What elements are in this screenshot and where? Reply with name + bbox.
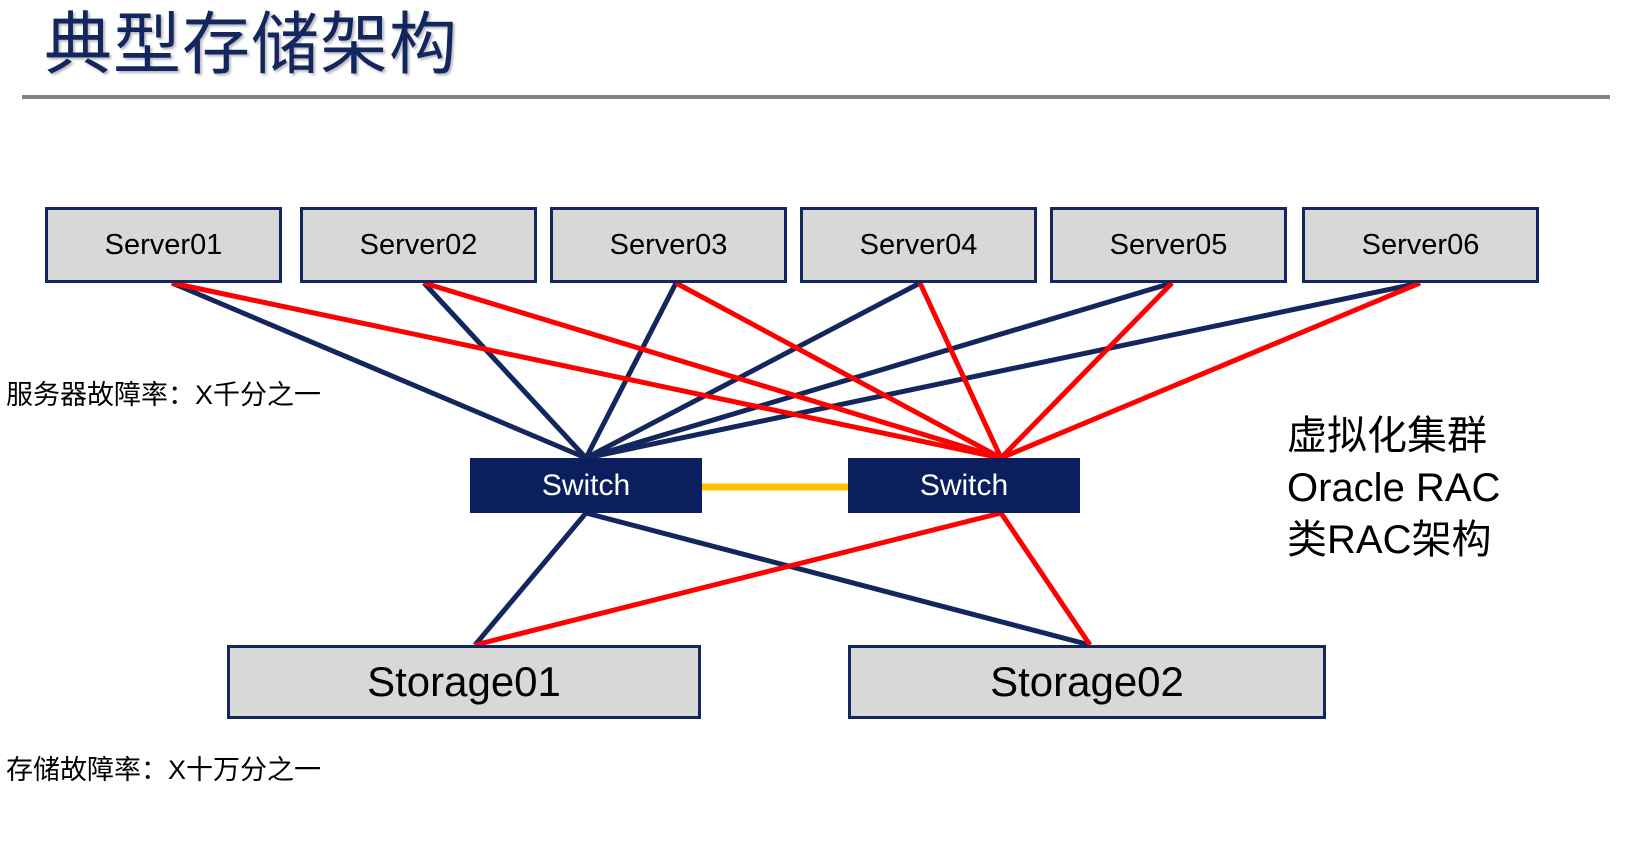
page-title: 典型存储架构	[44, 7, 459, 83]
link-server06-switch02	[1000, 280, 1421, 461]
link-server03-switch01	[583, 281, 679, 460]
node-label: Server05	[1109, 228, 1228, 261]
node-label: Server04	[859, 228, 978, 261]
node-server01[interactable]: Server01	[45, 207, 282, 283]
link-switch02-storage02	[998, 511, 1093, 647]
architecture-note-line-2: Oracle RAC	[1287, 466, 1501, 510]
annotation-storage-failure-rate: 存储故障率：X十万分之一	[6, 755, 322, 785]
architecture-note: 虚拟化集群 Oracle RAC 类RAC架构	[1287, 410, 1500, 566]
links-to-switch-01	[171, 280, 1421, 461]
link-server05-switch02	[999, 281, 1174, 460]
node-label: Storage01	[367, 658, 561, 705]
link-server01-switch02	[171, 280, 1002, 461]
link-server04-switch02	[917, 281, 1004, 460]
node-server06[interactable]: Server06	[1302, 207, 1539, 283]
node-switch02[interactable]: Switch	[848, 458, 1080, 513]
link-server06-switch01	[585, 280, 1421, 461]
links-to-switch-02	[171, 280, 1421, 461]
link-server03-switch02	[674, 280, 1003, 461]
node-server04[interactable]: Server04	[800, 207, 1037, 283]
title-divider	[22, 95, 1610, 99]
link-server01-switch01	[171, 280, 587, 461]
link-switch01-storage01	[473, 511, 588, 647]
node-server02[interactable]: Server02	[300, 207, 537, 283]
links-to-storage	[473, 510, 1093, 648]
link-server05-switch01	[585, 280, 1173, 461]
node-storage02[interactable]: Storage02	[848, 645, 1326, 719]
node-label: Server06	[1361, 228, 1480, 261]
link-server02-switch02	[423, 280, 1002, 461]
node-label: Switch	[919, 468, 1009, 502]
node-label: Server02	[359, 228, 478, 261]
link-switch01-storage02	[585, 510, 1091, 648]
node-server05[interactable]: Server05	[1050, 207, 1287, 283]
node-storage01[interactable]: Storage01	[227, 645, 701, 719]
node-server03[interactable]: Server03	[550, 207, 787, 283]
architecture-note-line-1: 虚拟化集群	[1287, 414, 1487, 458]
node-label: Server01	[104, 228, 223, 261]
node-switch01[interactable]: Switch	[470, 458, 702, 513]
link-switch02-storage01	[474, 510, 1002, 648]
architecture-note-line-3: 类RAC架构	[1287, 518, 1492, 562]
node-label: Storage02	[990, 658, 1184, 705]
annotation-server-failure-rate: 服务器故障率：X千分之一	[6, 380, 322, 410]
node-label: Server03	[609, 228, 728, 261]
link-server02-switch01	[422, 281, 588, 460]
node-label: Switch	[541, 468, 631, 502]
link-server04-switch01	[584, 280, 922, 461]
